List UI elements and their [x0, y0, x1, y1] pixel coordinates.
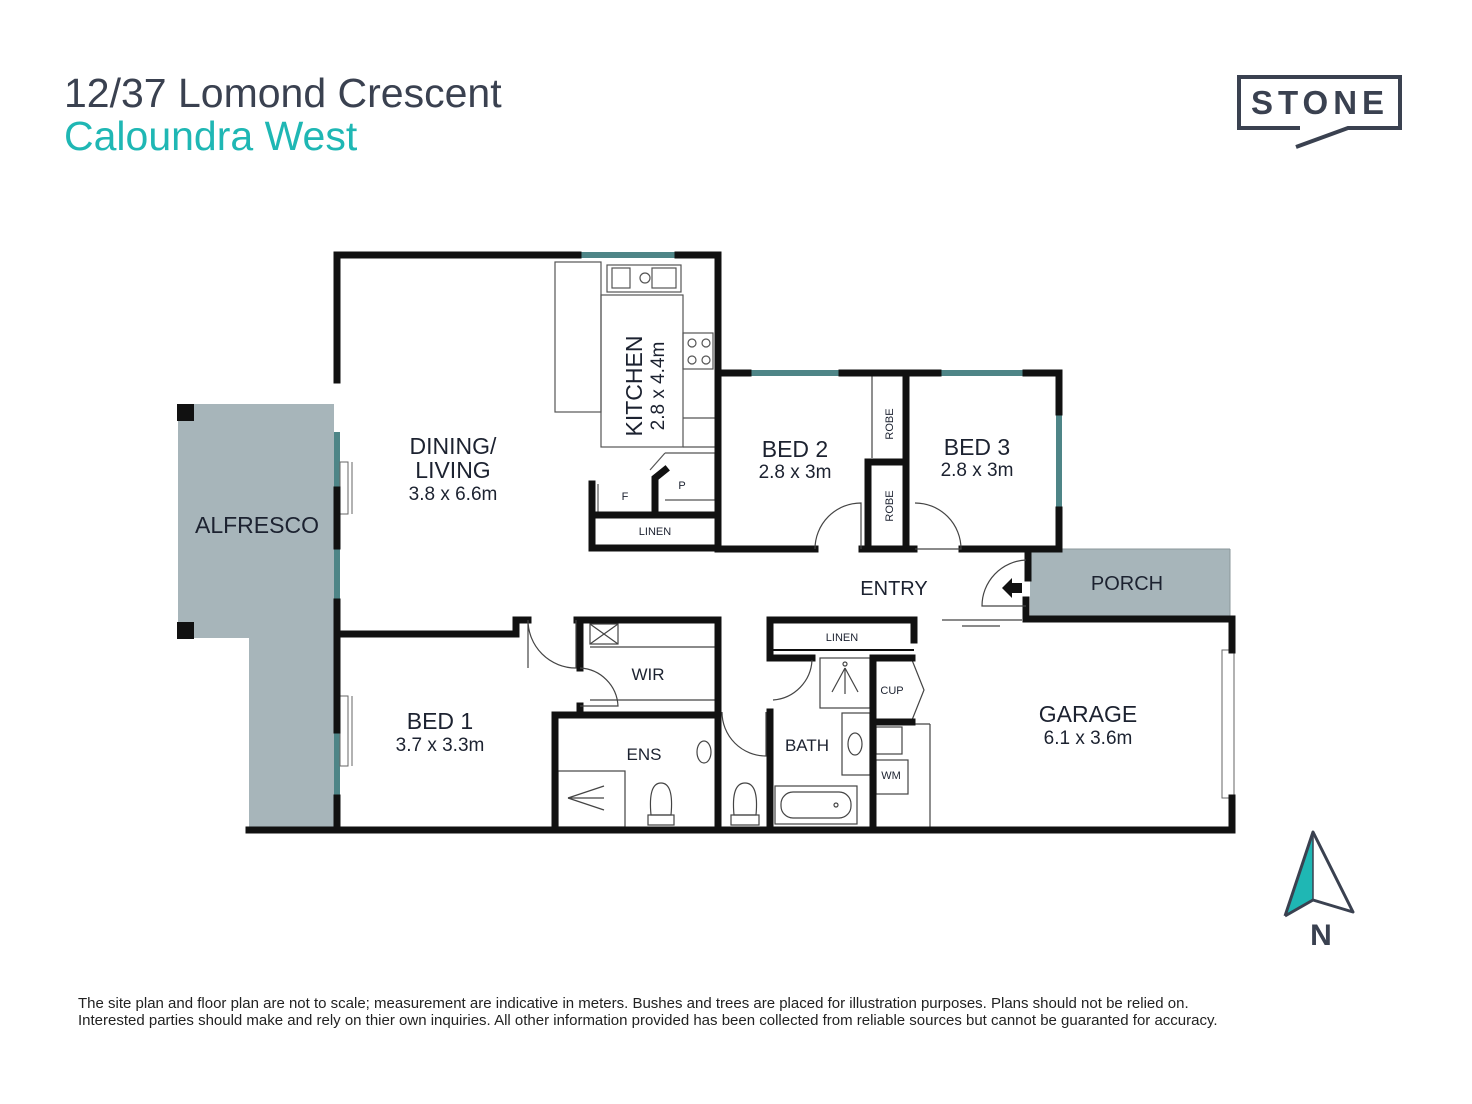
alfresco-post [177, 622, 194, 639]
kitchen-cabinetry [554, 261, 716, 515]
room-label-wir: WIR [631, 665, 664, 684]
room-label-bath: BATH [785, 736, 829, 755]
fixture-label-linen: LINEN [639, 526, 671, 538]
fixture-label-robe: ROBE [884, 490, 896, 521]
room-size-bed2: 2.8 x 3m [759, 462, 832, 483]
room-label-bed3: BED 3 [944, 434, 1010, 460]
disclaimer: The site plan and floor plan are not to … [78, 995, 1408, 1029]
disclaimer-line: Interested parties should make and rely … [78, 1012, 1218, 1029]
room-size-dining-living: 3.8 x 6.6m [409, 484, 498, 505]
property-suburb: Caloundra West [64, 113, 358, 159]
room-label-entry: ENTRY [860, 578, 927, 600]
alfresco-post [177, 404, 194, 421]
brand-name: STONE [1251, 84, 1389, 121]
fixture-label-washing-machine: WM [881, 770, 901, 782]
entry-arrow-icon [1002, 578, 1022, 598]
room-label-ens: ENS [627, 745, 662, 764]
room-size-garage: 6.1 x 3.6m [1044, 728, 1133, 749]
fixture-label-cupboard: CUP [880, 685, 903, 697]
room-label-dining-living: DINING/ [410, 433, 498, 459]
door-swings [527, 502, 1027, 757]
fixture-label-pantry: P [678, 480, 685, 492]
room-labels: DINING/ LIVING 3.8 x 6.6m KITCHEN 2.8 x … [195, 336, 1163, 764]
room-label-kitchen: KITCHEN [621, 336, 647, 437]
fixture-label-linen: LINEN [826, 632, 858, 644]
room-label-dining-living: LIVING [415, 457, 490, 483]
compass-north-label: N [1310, 919, 1332, 952]
room-size-bed1: 3.7 x 3.3m [396, 735, 485, 756]
room-label-garage: GARAGE [1039, 701, 1137, 727]
fixture-label-fridge: F [622, 491, 629, 503]
room-label-bed2: BED 2 [762, 436, 828, 462]
disclaimer-line: The site plan and floor plan are not to … [78, 995, 1189, 1012]
window-frames [339, 461, 1235, 799]
alfresco-area [178, 404, 334, 827]
walls [245, 251, 1236, 834]
room-label-bed1: BED 1 [407, 708, 473, 734]
fixture-label-robe: ROBE [884, 408, 896, 439]
room-label-alfresco: ALFRESCO [195, 512, 319, 538]
room-size-kitchen: 2.8 x 4.4m [648, 342, 669, 431]
stone-logo: STONE [1237, 75, 1402, 149]
porch-area [1030, 549, 1230, 616]
room-label-porch: PORCH [1091, 573, 1163, 595]
fixture-labels: ROBE ROBE LINEN LINEN F P CUP WM [622, 408, 904, 782]
north-compass: N [1283, 830, 1355, 952]
property-address: 12/37 Lomond Crescent [64, 70, 502, 116]
room-size-bed3: 2.8 x 3m [941, 460, 1014, 481]
